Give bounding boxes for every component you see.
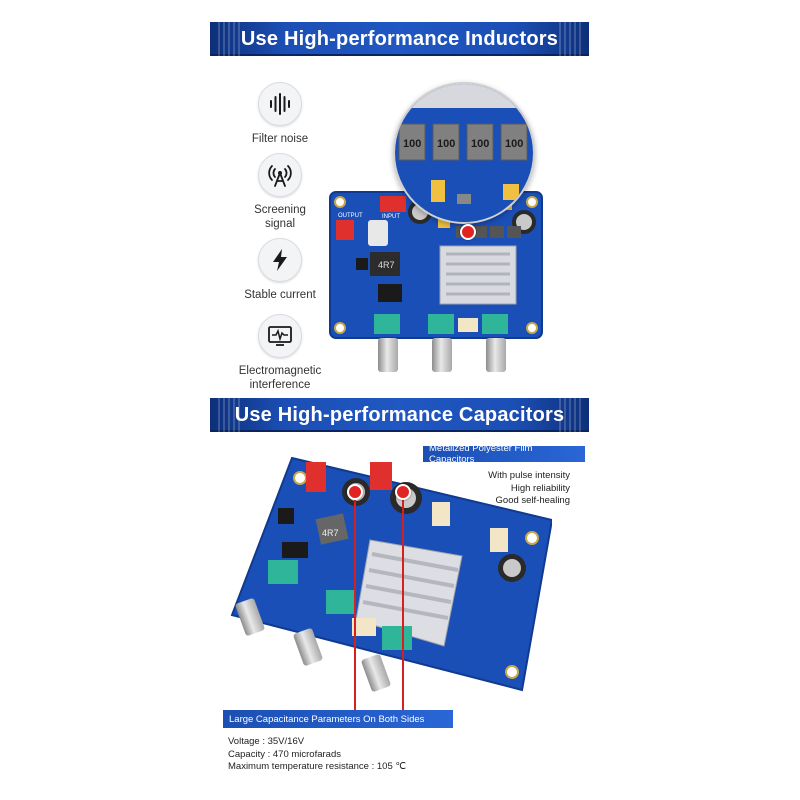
silk-input: INPUT — [382, 214, 400, 220]
film-capacitors-features: With pulse intensity High reliability Go… — [488, 470, 570, 508]
feature-label: Stable current — [244, 289, 316, 301]
callout-line-right — [402, 492, 404, 710]
capacitor-specs: Voltage : 35V/16V Capacity : 470 microfa… — [228, 736, 406, 774]
amplifier-board-top-view: 4R7 OUTPUT INPUT — [328, 190, 544, 372]
film-feature-item: High reliability — [510, 482, 570, 494]
banner-stripe-right — [559, 22, 581, 56]
film-capacitors-callout: Metalized Polyester Film Capacitors — [423, 443, 585, 465]
volume-knob — [378, 338, 398, 372]
capacitor-callout-dot — [347, 484, 363, 500]
spec-capacity: Capacity : 470 microfarads — [228, 748, 341, 760]
capacitors-banner-title: Use High-performance Capacitors — [234, 403, 565, 426]
feature-filter-noise: Filter noise — [230, 82, 330, 146]
inductors-banner: Use High-performance Inductors — [210, 22, 589, 56]
large-capacitance-callout: Large Capacitance Parameters On Both Sid… — [223, 710, 453, 728]
banner-stripe-right — [559, 398, 581, 432]
amplifier-board-angled-view: 4R7 — [222, 450, 554, 695]
feature-label: Electromagnetic interference — [238, 365, 322, 391]
bass-knob — [486, 338, 506, 372]
feature-label: Screening signal — [254, 204, 306, 230]
film-feature-item: Good self-healing — [495, 495, 570, 506]
silk-output: OUTPUT — [338, 213, 363, 219]
inductor-marking: 100 — [471, 138, 489, 150]
waveform-icon — [258, 82, 302, 126]
inductor-marking: 100 — [505, 138, 523, 150]
lightning-bolt-icon — [258, 238, 302, 282]
inductor-callout-dot — [460, 224, 476, 240]
capacitors-banner: Use High-performance Capacitors — [210, 398, 589, 432]
capacitor-callout-dot — [395, 484, 411, 500]
callout-line-left — [354, 492, 356, 710]
inductors-banner-title: Use High-performance Inductors — [240, 27, 559, 50]
inductor-marking: 100 — [403, 138, 421, 150]
signal-tower-icon — [258, 153, 302, 197]
banner-stripe-left — [218, 398, 240, 432]
spec-temperature: Maximum temperature resistance : 105 ℃ — [228, 761, 407, 772]
feature-electromagnetic-interference: Electromagnetic interference — [230, 314, 330, 392]
treble-knob — [432, 338, 452, 372]
choke-marking: 4R7 — [322, 528, 339, 538]
inductor-marking: 100 — [437, 138, 455, 150]
film-feature-item: With pulse intensity — [488, 470, 570, 481]
choke-marking: 4R7 — [378, 260, 395, 270]
banner-stripe-left — [218, 22, 240, 56]
feature-screening-signal: Screening signal — [230, 153, 330, 231]
inductor-zoom-lens: 100 100 100 100 — [393, 82, 535, 224]
monitor-waveform-icon — [258, 314, 302, 358]
feature-label: Filter noise — [251, 133, 309, 145]
spec-voltage: Voltage : 35V/16V — [228, 736, 305, 747]
feature-stable-current: Stable current — [230, 238, 330, 302]
